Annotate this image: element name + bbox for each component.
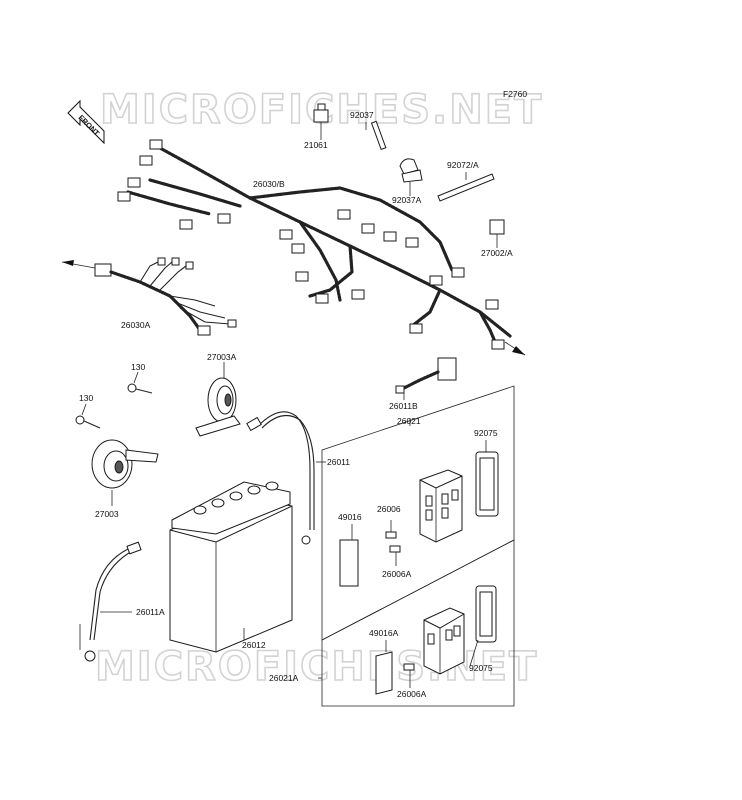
cable-26011 [246,411,326,545]
fuse-box-upper [419,469,463,543]
fuse-box-lower [423,607,465,675]
cover-49016a [375,640,393,695]
part-label-130-a: 130 [131,362,145,372]
part-label-26006a: 26006A [382,569,412,579]
horn-27003 [91,439,159,506]
main-harness [117,139,512,350]
part-label-92037a: 92037A [392,195,422,205]
part-label-92072a: 92072/A [447,160,479,170]
sub-harness-26030a [61,257,237,336]
horn-27003a [195,362,241,437]
diagram-code: F2760 [503,89,527,99]
box-26021a [318,539,515,707]
part-label-49016: 49016 [338,512,362,522]
front-arrow-icon: FRONT [67,99,105,145]
part-label-26030a: 26030A [121,320,151,330]
fuse-26006a-lower [403,663,415,688]
clamp-92037a [399,158,423,196]
cover-92075-upper [475,440,499,517]
part-label-92075-upper: 92075 [474,428,498,438]
relay-21061 [313,103,329,140]
part-label-26006: 26006 [377,504,401,514]
part-label-26030b: 26030/B [253,179,285,189]
part-label-26021: 26021 [397,416,421,426]
cover-49016 [339,524,359,587]
part-label-92037: 92037 [350,110,374,120]
part-label-27003: 27003 [95,509,119,519]
connector [149,139,163,150]
battery-26012 [169,481,293,653]
part-label-26012: 26012 [242,640,266,650]
bolt-130-b [75,403,101,429]
part-label-92075-lower: 92075 [469,663,493,673]
part-label-26021a: 26021A [269,673,299,683]
connector-26011b [395,357,457,400]
part-label-27002a: 27002/A [481,248,513,258]
part-label-27003a: 27003A [207,352,237,362]
band-92037 [365,120,387,151]
part-label-26011: 26011 [327,457,350,467]
fuse-26006a [389,545,401,566]
cable-26011a [79,541,142,662]
part-label-26006a-lower: 26006A [397,689,427,699]
part-label-26011b: 26011B [389,401,418,411]
part-label-26011a: 26011A [136,607,165,617]
part-label-21061: 21061 [304,140,328,150]
relay-27002a [489,219,505,248]
fuse-26006 [385,520,397,539]
part-label-130-b: 130 [79,393,93,403]
bolt-130-a [127,371,153,394]
band-92072a [437,172,495,202]
part-label-49016a: 49016A [369,628,399,638]
cover-92075-lower [469,585,497,667]
